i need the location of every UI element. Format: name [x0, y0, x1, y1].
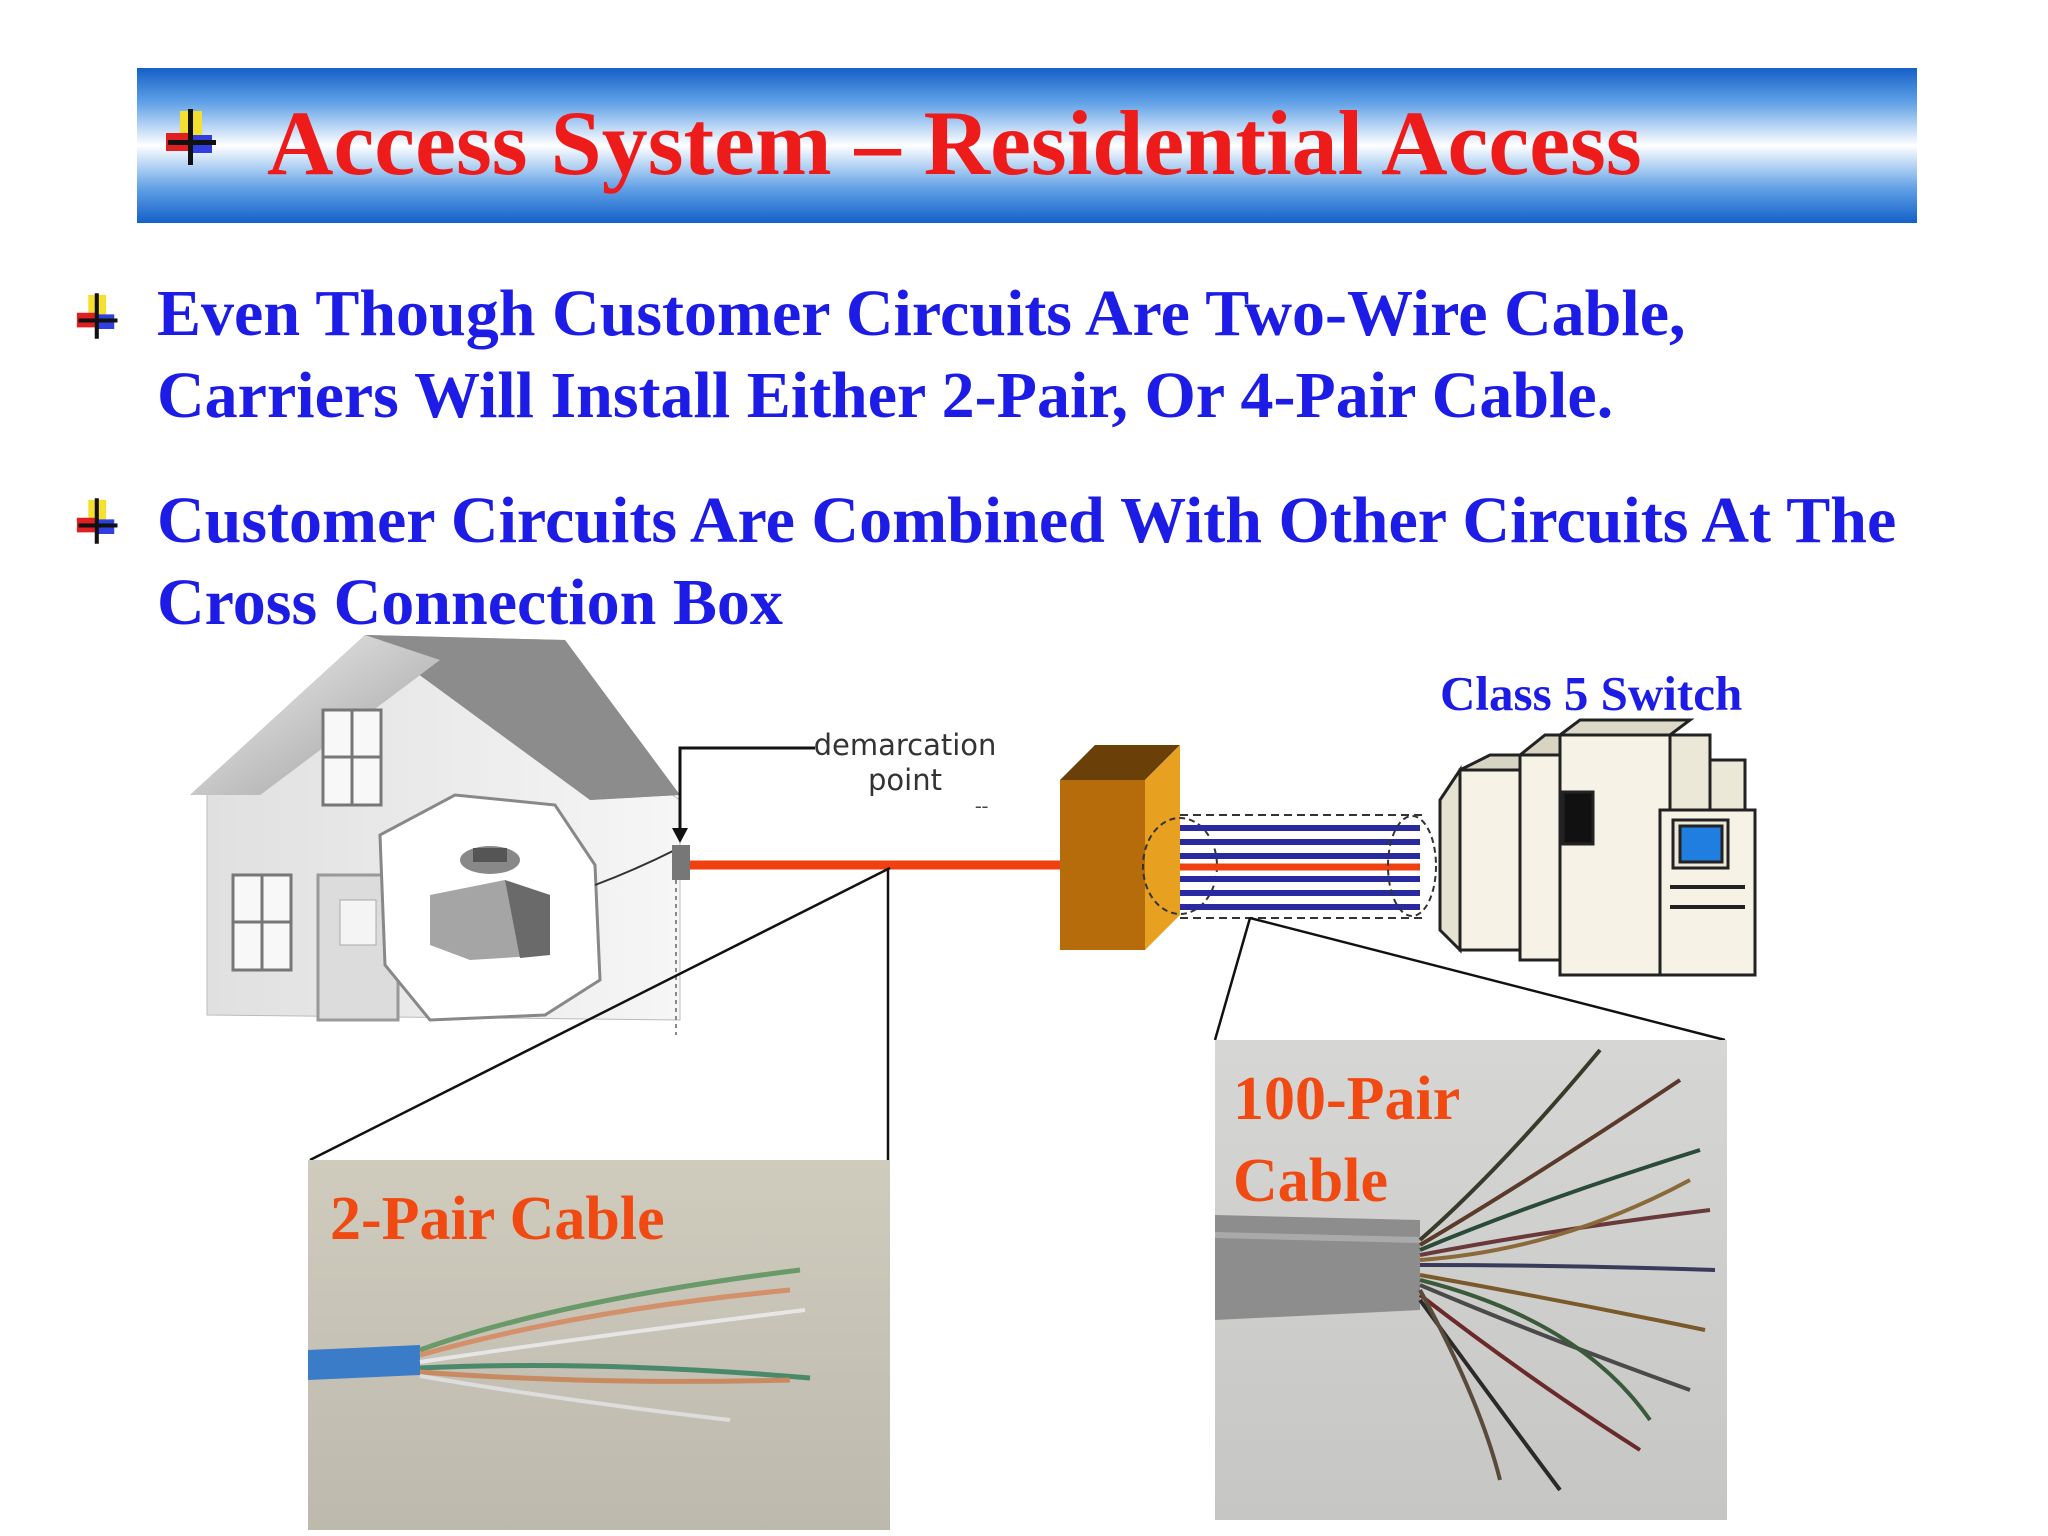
bullet-1-line-1: Even Though Customer Circuits Are Two-Wi…: [157, 277, 1686, 350]
bullet-2-line-1: Customer Circuits Are Combined With Othe…: [157, 484, 1897, 557]
multi-pair-cable: [1180, 814, 1437, 919]
class5-switch-illustration: [1438, 718, 1757, 977]
class5-switch-label: Class 5 Switch: [1440, 666, 1743, 721]
two-pair-cable-photo: [308, 1160, 890, 1530]
title-bullet-icon: [166, 109, 216, 165]
bullet-1-line-2: Carriers Will Install Either 2-Pair, Or …: [157, 359, 1614, 432]
hundred-pair-cable-photo: [1214, 1040, 1727, 1520]
slide-title: Access System – Residential Access: [267, 92, 1642, 194]
two-pair-cable-caption: 2-Pair Cable: [330, 1185, 665, 1253]
cross-connection-box: [1060, 745, 1218, 950]
bullet-2-line-2: Cross Connection Box: [157, 566, 783, 639]
house-illustration: [190, 635, 690, 1035]
bullet-icon: [76, 293, 118, 339]
hundred-pair-cable-caption-line-1: 100-Pair: [1233, 1065, 1461, 1133]
demarcation-point-label: demarcation point: [813, 728, 997, 797]
tick-mark: --: [975, 795, 988, 817]
hundred-pair-cable-caption-line-2: Cable: [1233, 1147, 1388, 1215]
title-bar: [137, 68, 1917, 223]
bullet-icon: [76, 498, 118, 544]
